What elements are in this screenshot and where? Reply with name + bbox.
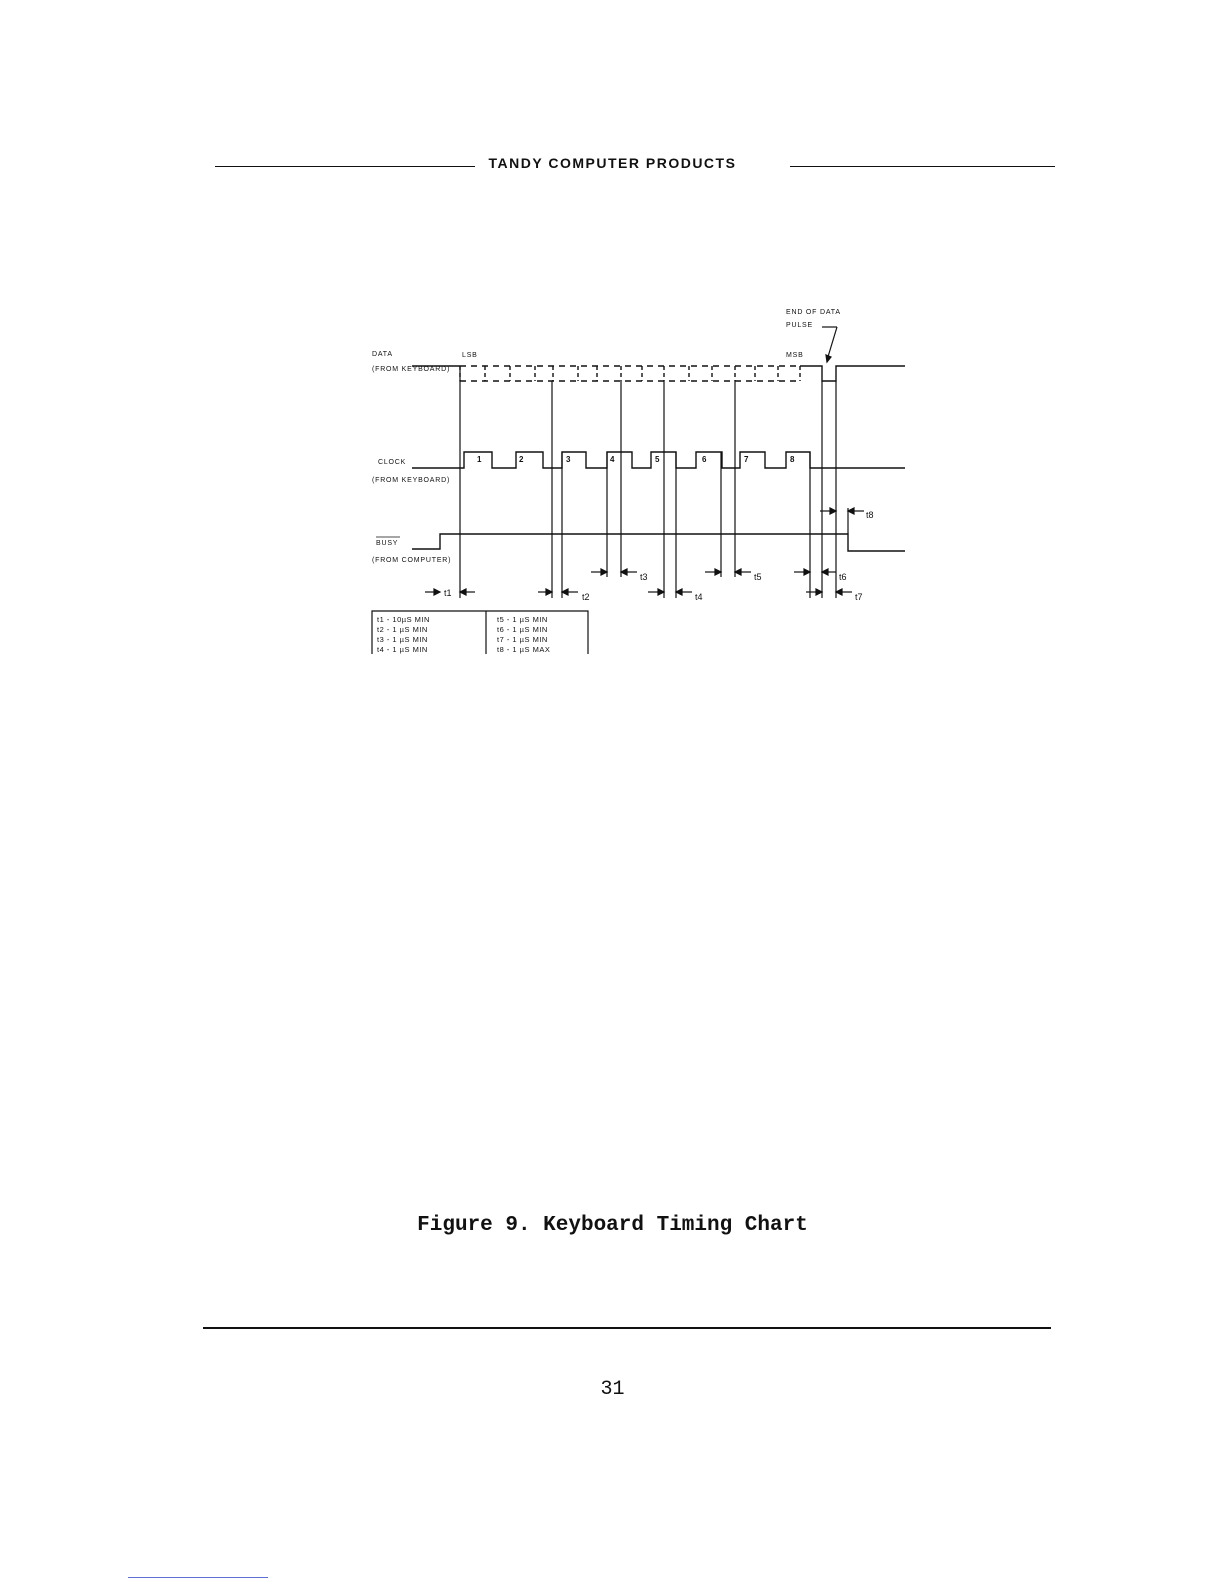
clock-waveform [412,451,905,469]
clock-pulse-3: 3 [566,455,571,464]
footer-rule [203,1327,1051,1329]
header-rule-right [790,166,1055,167]
clock-pulse-6: 6 [702,455,707,464]
interval-t3: t3 [640,572,648,582]
timing-spec-table: t1 - 10µS MIN t2 - 1 µS MIN t3 - 1 µS MI… [371,610,589,654]
clock-pulse-4: 4 [610,455,615,464]
page-number: 31 [600,1378,625,1401]
clock-pulse-7: 7 [744,455,749,464]
data-source-label: (FROM KEYBOARD) [372,366,450,373]
spec-t6: t6 - 1 µS MIN [497,625,548,634]
header-brand: TANDY COMPUTER PRODUCTS [480,155,745,171]
spec-t7: t7 - 1 µS MIN [497,635,548,644]
reference-lines [459,366,849,598]
lsb-label: LSB [462,352,478,359]
interval-t8: t8 [866,510,874,520]
clock-pulse-8: 8 [790,455,795,464]
keyboard-timing-diagram: DATA (FROM KEYBOARD) CLOCK (FROM KEYBOAR… [371,309,905,654]
header-brand-wrap: TANDY COMPUTER PRODUCTS [0,155,1225,171]
spec-t5: t5 - 1 µS MIN [497,615,548,624]
clock-pulse-2: 2 [519,455,524,464]
interval-t4: t4 [695,592,703,602]
interval-t6: t6 [839,572,847,582]
clock-pulse-5: 5 [655,455,660,464]
busy-signal-label: BUSY [376,540,398,547]
spec-t3: t3 - 1 µS MIN [377,635,428,644]
figure-caption: Figure 9. Keyboard Timing Chart [417,1214,808,1237]
header-rule-left [215,166,475,167]
interval-t7: t7 [855,592,863,602]
data-signal-label: DATA [372,351,393,358]
clock-pulse-1: 1 [477,455,482,464]
interval-t2: t2 [582,592,590,602]
busy-waveform [412,533,905,552]
interval-t5: t5 [754,572,762,582]
busy-source-label: (FROM COMPUTER) [372,557,451,564]
spec-t2: t2 - 1 µS MIN [377,625,428,634]
scan-edge-mark [128,1577,268,1578]
spec-t8: t8 - 1 µS MAX [497,645,550,654]
msb-label: MSB [786,352,804,359]
clock-source-label: (FROM KEYBOARD) [372,477,450,484]
data-waveform [412,365,905,382]
clock-signal-label: CLOCK [378,459,406,466]
interval-t1: t1 [444,588,452,598]
pulse-label: PULSE [786,322,813,329]
timing-arrows [425,326,864,596]
spec-t4: t4 - 1 µS MIN [377,645,428,654]
spec-t1: t1 - 10µS MIN [377,615,430,624]
end-of-data-label: END OF DATA [786,309,841,316]
